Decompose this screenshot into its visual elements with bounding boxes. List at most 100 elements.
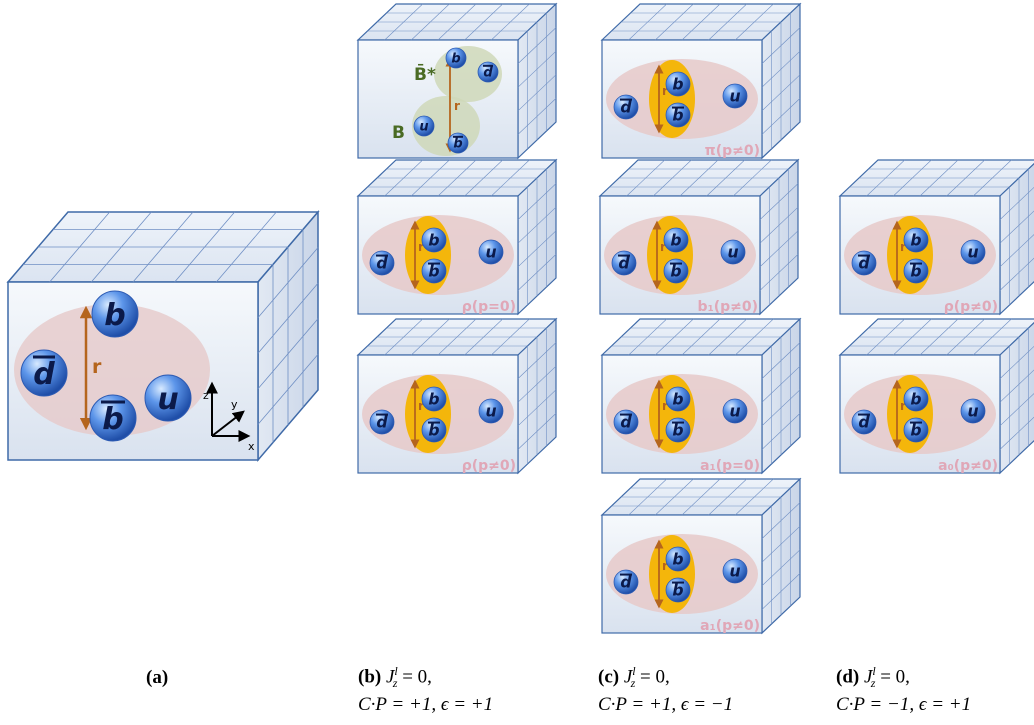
caption-c: (c) Jlz = 0, C·P = +1, ϵ = −1 <box>598 664 734 716</box>
caption-c-line2: C·P = +1, ϵ = −1 <box>598 694 734 716</box>
state-label: a₁(p=0) <box>700 458 760 474</box>
quark-b: b <box>665 71 691 97</box>
quark-d-bar: d <box>611 250 637 276</box>
b-label: B <box>392 123 405 143</box>
quark-b-bar: b <box>665 417 691 443</box>
state-label: a₀(p≠0) <box>938 458 998 474</box>
state-label: ρ(p≠0) <box>462 458 516 474</box>
quark-b-bar: b <box>665 577 691 603</box>
quark-u: u <box>722 83 748 109</box>
caption-d-rest: = 0, <box>875 666 910 688</box>
quark-u: u <box>722 398 748 424</box>
svg-text:u: u <box>419 120 428 135</box>
svg-text:b: b <box>428 262 439 280</box>
quark-u: u <box>478 239 504 265</box>
separation-label: r <box>660 240 666 254</box>
quark-u: u <box>413 115 435 137</box>
separation-label: r <box>662 559 668 573</box>
svg-text:u: u <box>157 382 178 417</box>
svg-text:b: b <box>670 262 681 280</box>
svg-text:d: d <box>858 254 870 272</box>
svg-text:d: d <box>483 66 493 81</box>
caption-b-tag: (b) <box>358 666 382 688</box>
quark-b-bar: b <box>665 102 691 128</box>
caption-c-j: J <box>623 666 633 688</box>
svg-text:b: b <box>428 390 439 408</box>
caption-d-tag: (d) <box>836 666 860 688</box>
svg-text:u: u <box>967 243 978 261</box>
quark-d-bar: d <box>613 94 639 120</box>
quark-d-bar: d <box>20 349 68 397</box>
svg-text:d: d <box>858 413 870 431</box>
separation-label: r <box>454 99 460 113</box>
quark-b-bar: b <box>421 417 447 443</box>
separation-label: r <box>418 240 424 254</box>
svg-text:b: b <box>672 75 683 93</box>
svg-text:d: d <box>33 357 55 392</box>
caption-b-line2: C·P = +1, ϵ = +1 <box>358 694 494 716</box>
diquark-cloud <box>887 216 933 294</box>
quark-u: u <box>722 558 748 584</box>
svg-text:u: u <box>729 562 740 580</box>
state-label: a₁(p≠0) <box>700 618 760 634</box>
quark-u: u <box>144 374 192 422</box>
svg-text:b: b <box>672 581 683 599</box>
quark-b-bar: b <box>663 258 689 284</box>
svg-text:d: d <box>620 98 632 116</box>
svg-text:b: b <box>910 390 921 408</box>
state-label: π(p≠0) <box>705 143 760 159</box>
diquark-cloud <box>649 60 695 138</box>
quark-b-bar: b <box>903 258 929 284</box>
separation-label: r <box>662 84 668 98</box>
svg-text:b: b <box>104 298 125 333</box>
caption-d-line2: C·P = −1, ϵ = +1 <box>836 694 972 716</box>
svg-text:b: b <box>910 262 921 280</box>
quark-d-bar: d <box>477 61 499 83</box>
main-lattice-box: r b d b u z y x <box>6 209 320 463</box>
separation-label: r <box>662 399 668 413</box>
quark-b: b <box>665 546 691 572</box>
svg-text:u: u <box>967 402 978 420</box>
svg-text:b: b <box>672 106 683 124</box>
svg-text:b: b <box>672 421 683 439</box>
quark-u: u <box>720 239 746 265</box>
diquark-cloud <box>647 216 693 294</box>
quark-b: b <box>445 47 467 69</box>
quark-u: u <box>960 239 986 265</box>
caption-c-rest: = 0, <box>635 666 670 688</box>
separation-label: r <box>900 240 906 254</box>
svg-text:b: b <box>910 421 921 439</box>
svg-text:b: b <box>451 52 460 67</box>
svg-text:u: u <box>485 243 496 261</box>
quark-d-bar: d <box>851 409 877 435</box>
quark-d-bar: d <box>613 569 639 595</box>
svg-text:u: u <box>729 87 740 105</box>
quark-b-bar: b <box>89 394 137 442</box>
svg-text:d: d <box>618 254 630 272</box>
quark-b: b <box>421 386 447 412</box>
quark-d-bar: d <box>851 250 877 276</box>
state-label: b₁(p≠0) <box>698 299 758 315</box>
svg-text:b: b <box>428 231 439 249</box>
caption-c-tag: (c) <box>598 666 620 688</box>
state-label: ρ(p=0) <box>462 299 516 315</box>
quark-b: b <box>903 227 929 253</box>
quark-d-bar: d <box>369 409 395 435</box>
svg-text:u: u <box>729 402 740 420</box>
svg-text:b: b <box>428 421 439 439</box>
axis-y-label: y <box>231 398 238 411</box>
quark-b: b <box>421 227 447 253</box>
diquark-cloud <box>405 375 451 453</box>
quark-d-bar: d <box>613 409 639 435</box>
quark-b: b <box>665 386 691 412</box>
quark-b-bar: b <box>447 132 469 154</box>
